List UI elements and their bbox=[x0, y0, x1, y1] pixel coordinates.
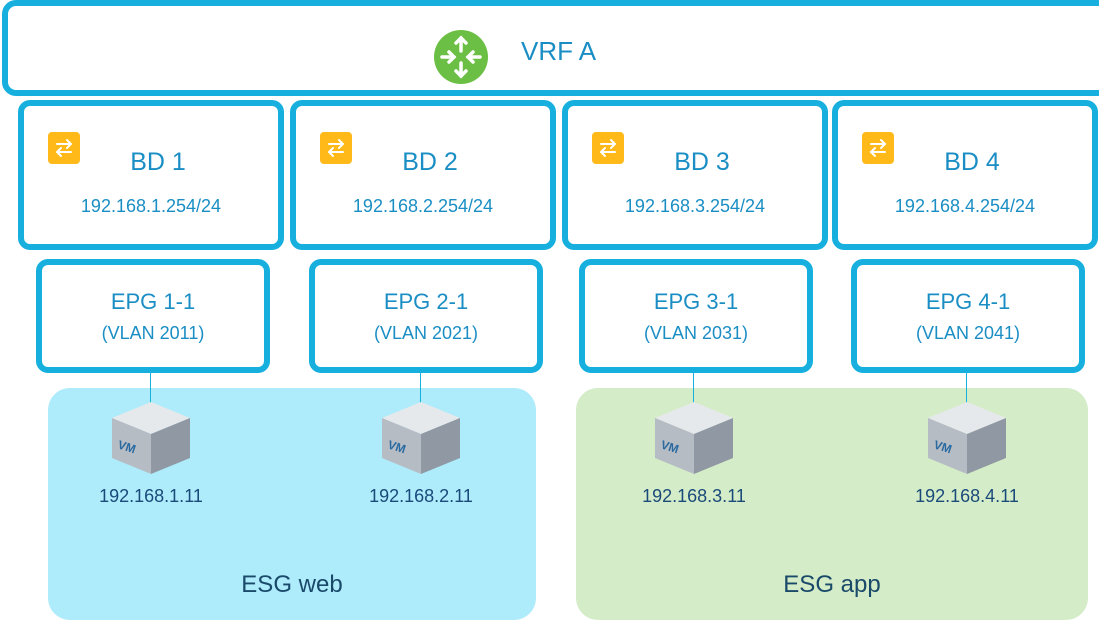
epg-2: EPG 2-1 (VLAN 2021) bbox=[309, 259, 543, 373]
epg-vm-link bbox=[966, 370, 967, 404]
vm-ip: 192.168.3.11 bbox=[642, 486, 746, 506]
epg-4: EPG 4-1 (VLAN 2041) bbox=[851, 259, 1085, 373]
epg-vm-link bbox=[420, 370, 421, 404]
vm-label: VM bbox=[932, 437, 953, 456]
vm-icon: VM bbox=[928, 402, 1006, 474]
esg-label: ESG app bbox=[783, 571, 881, 598]
bd-name: BD 4 bbox=[944, 148, 1000, 176]
epg-3: EPG 3-1 (VLAN 2031) bbox=[579, 259, 813, 373]
router-icon bbox=[434, 30, 488, 84]
bridge-domain-3: BD 3 192.168.3.254/24 bbox=[562, 100, 828, 250]
vm-ip: 192.168.4.11 bbox=[915, 486, 1019, 506]
bd-subnet: 192.168.3.254/24 bbox=[624, 196, 766, 216]
vm-icon: VM bbox=[655, 402, 733, 474]
vm-label: VM bbox=[386, 437, 407, 456]
bd-subnet: 192.168.4.254/24 bbox=[894, 196, 1036, 216]
epg-name: EPG 1-1 bbox=[110, 289, 196, 314]
epg-vlan: (VLAN 2021) bbox=[373, 323, 479, 343]
epg-name: EPG 2-1 bbox=[383, 289, 469, 314]
vm-label: VM bbox=[659, 437, 680, 456]
esg-label: ESG web bbox=[241, 571, 343, 598]
vrf-container: VRF A bbox=[2, 0, 1099, 96]
switch-icon bbox=[592, 132, 624, 164]
vm-label: VM bbox=[116, 437, 137, 456]
bd-name: BD 1 bbox=[130, 148, 186, 176]
bd-name: BD 2 bbox=[402, 148, 458, 176]
vm-ip: 192.168.2.11 bbox=[369, 486, 473, 506]
switch-icon bbox=[320, 132, 352, 164]
vm-icon: VM bbox=[382, 402, 460, 474]
epg-vm-link bbox=[693, 370, 694, 404]
bridge-domain-1: BD 1 192.168.1.254/24 bbox=[18, 100, 284, 250]
epg-vlan: (VLAN 2041) bbox=[915, 323, 1021, 343]
bd-name: BD 3 bbox=[674, 148, 730, 176]
vrf-label: VRF A bbox=[521, 36, 597, 66]
switch-icon bbox=[862, 132, 894, 164]
epg-1: EPG 1-1 (VLAN 2011) bbox=[36, 259, 270, 373]
bridge-domain-2: BD 2 192.168.2.254/24 bbox=[290, 100, 556, 250]
bd-subnet: 192.168.2.254/24 bbox=[352, 196, 494, 216]
vm-icon: VM bbox=[112, 402, 190, 474]
bridge-domain-4: BD 4 192.168.4.254/24 bbox=[832, 100, 1098, 250]
switch-icon bbox=[48, 132, 80, 164]
epg-vlan: (VLAN 2011) bbox=[101, 323, 205, 343]
vm-ip: 192.168.1.11 bbox=[99, 486, 203, 506]
epg-name: EPG 4-1 bbox=[925, 289, 1011, 314]
epg-vm-link bbox=[150, 370, 151, 404]
epg-name: EPG 3-1 bbox=[653, 289, 739, 314]
bd-subnet: 192.168.1.254/24 bbox=[80, 196, 222, 216]
epg-vlan: (VLAN 2031) bbox=[643, 323, 749, 343]
